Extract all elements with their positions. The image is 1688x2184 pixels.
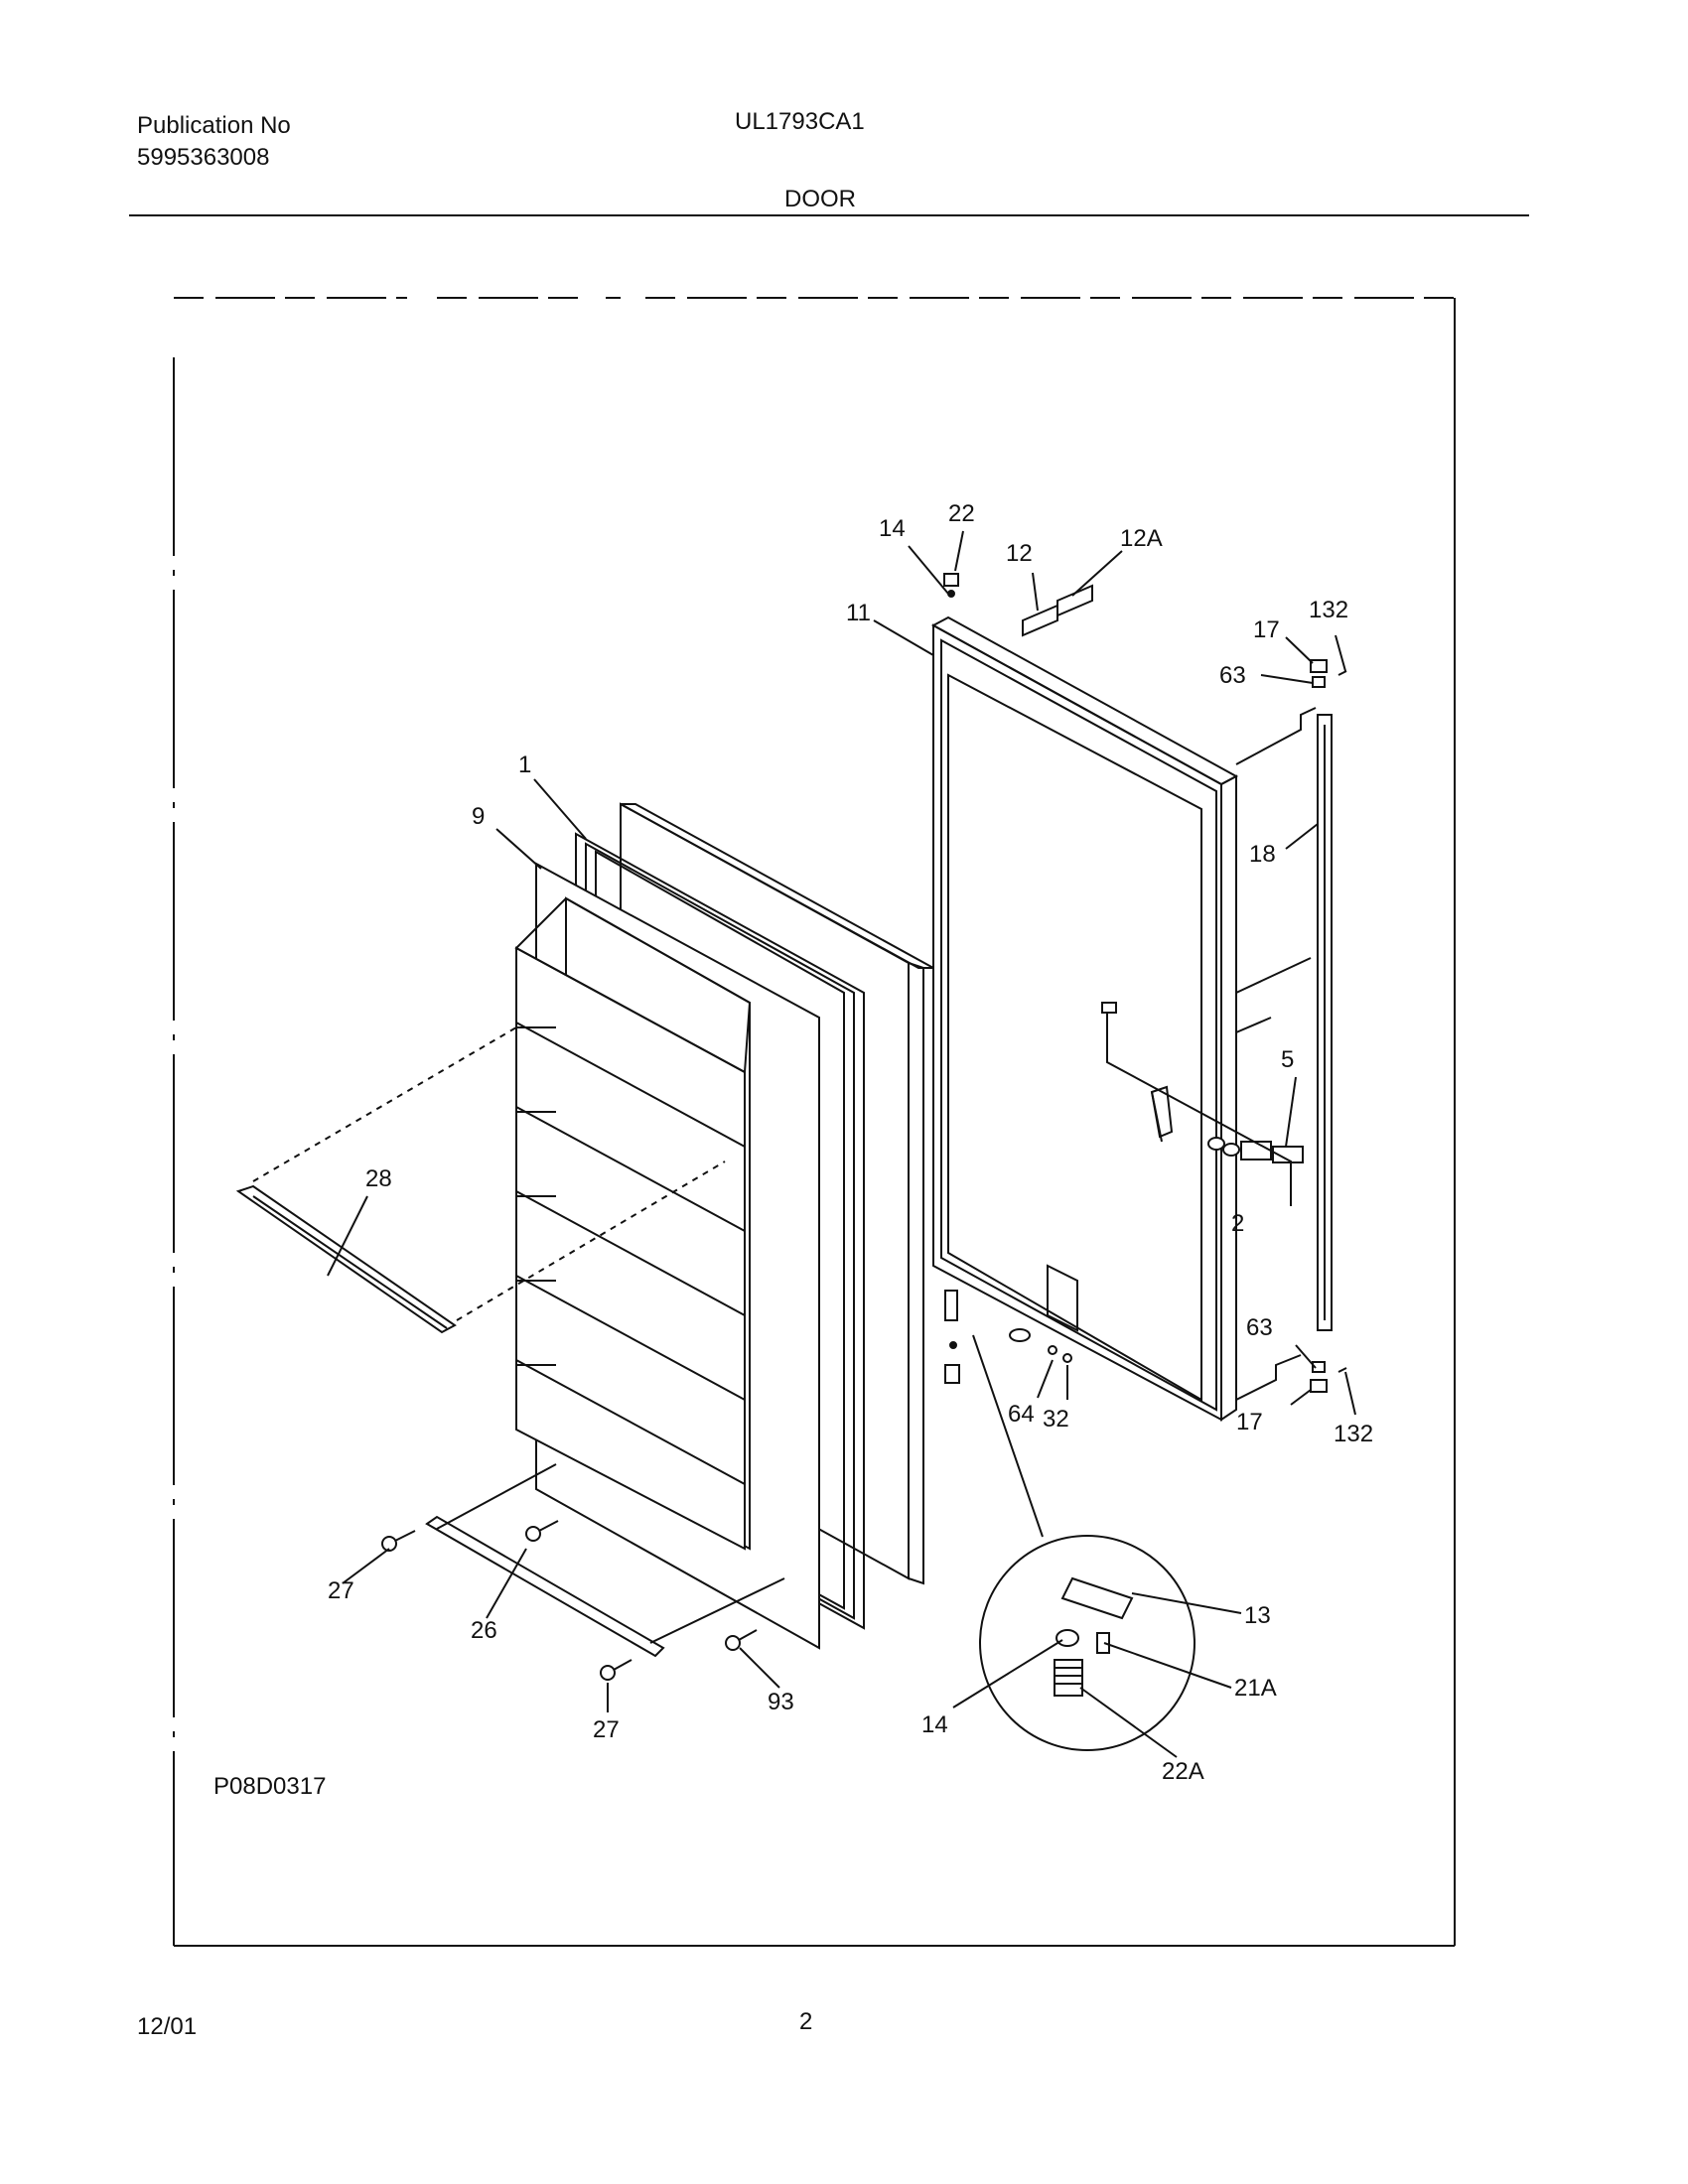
inner-door-liner [514,862,820,1650]
header-rule [129,214,1529,216]
callout-26: 26 [471,1617,497,1644]
callout-9: 9 [472,803,485,830]
publication-label: Publication No [137,112,291,139]
outer-door-shell [930,615,1317,1422]
callout-27-left: 27 [328,1577,354,1604]
door-shelf-28 [235,1026,726,1334]
callout-64: 64 [1008,1401,1035,1428]
callout-28: 28 [365,1165,392,1192]
callout-132-top: 132 [1309,597,1348,623]
footer-date: 12/01 [137,2013,198,2040]
callout-63-top: 63 [1219,662,1246,689]
fastener-screws [381,1520,758,1681]
callout-14-detail: 14 [921,1711,948,1738]
drawing-code: P08D0317 [213,1773,326,1800]
hinge-rod-18 [1317,714,1333,1331]
page-number: 2 [799,2008,813,2035]
callout-11: 11 [846,600,871,626]
callout-1: 1 [518,751,531,778]
hinge-hardware [1310,659,1347,1393]
model-number: UL1793CA1 [735,108,865,135]
callout-leaders [327,530,1356,1758]
callout-63-bottom: 63 [1246,1314,1273,1341]
callout-13: 13 [1244,1602,1271,1629]
diagram-frame [173,297,1456,1947]
callout-22A: 22A [1162,1758,1204,1785]
callout-132-bottom: 132 [1334,1421,1373,1447]
hinge-detail-circle [972,1334,1196,1751]
top-hinge-parts [943,573,1093,637]
callout-labels: 1 9 28 27 26 27 93 14 22 12 12A 11 17 13… [213,500,1373,1800]
door-rail-26 [425,1463,785,1658]
callout-93: 93 [768,1689,794,1715]
callout-27-bottom: 27 [593,1716,620,1743]
bottom-hinge-parts [944,1290,1072,1384]
callout-32: 32 [1043,1406,1069,1433]
callout-12: 12 [1006,540,1033,567]
callout-17-top: 17 [1253,616,1280,643]
callout-14-top: 14 [879,515,906,542]
callout-17-bottom: 17 [1236,1409,1263,1435]
lock-assembly [1101,1002,1304,1206]
callout-2: 2 [1231,1210,1244,1237]
callout-22: 22 [948,500,975,527]
callout-5: 5 [1281,1046,1294,1073]
callout-21A: 21A [1234,1675,1277,1702]
callout-12A: 12A [1120,525,1163,552]
section-title: DOOR [784,186,856,212]
publication-number: 5995363008 [137,144,270,171]
callout-18: 18 [1249,841,1276,868]
